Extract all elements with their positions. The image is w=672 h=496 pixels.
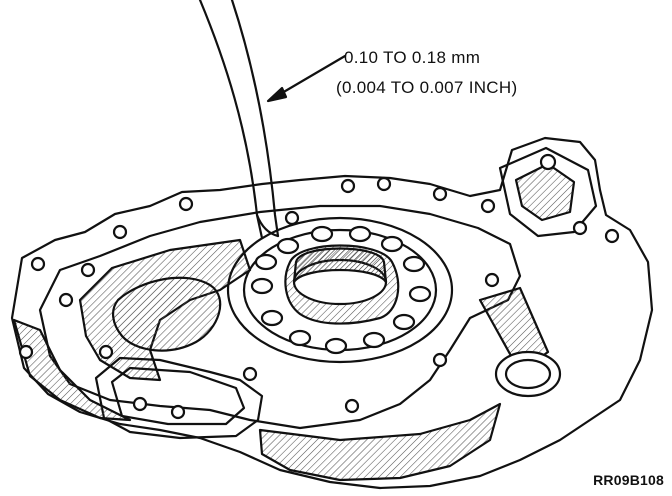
front-cover-plate	[94, 356, 264, 440]
pump-housing-outline	[10, 136, 654, 490]
left-lower-wall	[12, 318, 132, 422]
lower-wall	[258, 402, 502, 482]
clearance-imperial-label: (0.004 TO 0.007 INCH)	[336, 78, 518, 97]
outer-rotor-ring	[226, 216, 454, 364]
figure-code-label: RR09B108	[593, 472, 664, 488]
shaft-bore-wall	[292, 247, 388, 284]
outlet-nozzle	[478, 286, 562, 398]
rotor-lobes	[250, 225, 432, 355]
relief-bore	[112, 276, 222, 352]
clearance-metric-label: 0.10 TO 0.18 mm	[344, 48, 481, 67]
bolt-holes	[18, 153, 620, 420]
leader-arrow	[266, 54, 347, 103]
feeler-gauge	[198, 0, 280, 240]
front-cover-recess	[110, 366, 246, 426]
